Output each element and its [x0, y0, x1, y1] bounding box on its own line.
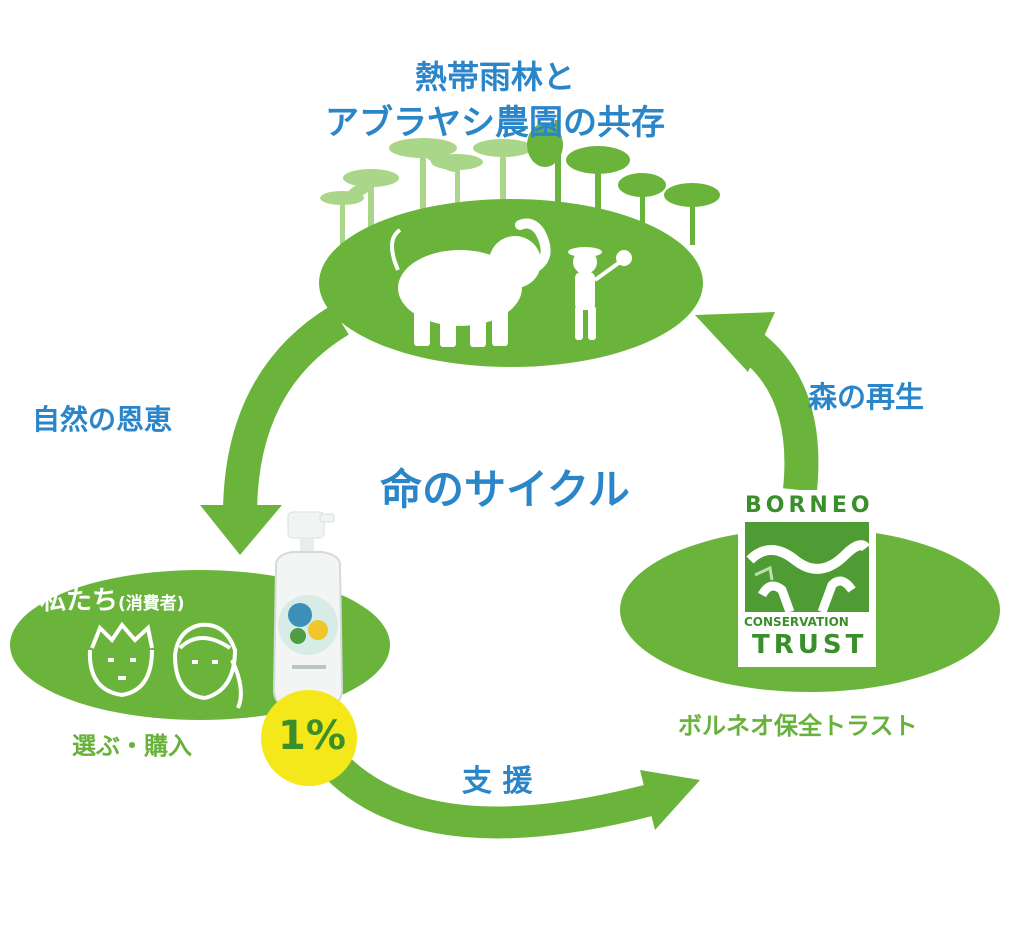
explorer-child-icon [568, 247, 632, 340]
top-node-title-line1: 熱帯雨林と [415, 58, 576, 96]
left-node-title-sub: (消費者) [118, 594, 185, 614]
soap-bottle-icon [272, 511, 344, 709]
one-percent-badge [261, 690, 357, 786]
center-title: 命のサイクル [380, 465, 630, 514]
elephant-icon [390, 218, 551, 347]
logo-middle-text: CONSERVATION [744, 615, 849, 629]
arrow-forest-regeneration [695, 312, 819, 492]
top-node-title-line2: アブラヤシ農園の共存 [325, 103, 665, 143]
left-node-title: 私たち(消費者) [40, 586, 185, 617]
left-node-consumers [10, 511, 390, 720]
river-logo-icon [746, 540, 870, 614]
arrow-nature-benefit [200, 305, 350, 555]
logo-top-text: BORNEO [745, 493, 874, 518]
arrow-label-nature-benefit: 自然の恩恵 [32, 403, 173, 436]
logo-bottom-text: TRUST [752, 630, 868, 660]
girl-face-icon [173, 622, 243, 709]
arrow-support [318, 749, 700, 839]
savanna-trees-icon [527, 120, 720, 245]
top-node-rainforest [319, 120, 720, 367]
boy-face-icon [87, 621, 154, 698]
left-node-title-main: 私たち [40, 586, 119, 616]
arrow-label-support: 支 援 [462, 764, 533, 799]
left-node-caption: 選ぶ・購入 [72, 732, 192, 760]
right-node-borneo-trust [620, 490, 1000, 692]
arrow-label-forest-regeneration: 森の再生 [808, 380, 925, 414]
badge-value: 1% [278, 713, 346, 759]
right-node-caption: ボルネオ保全トラスト [678, 712, 918, 740]
